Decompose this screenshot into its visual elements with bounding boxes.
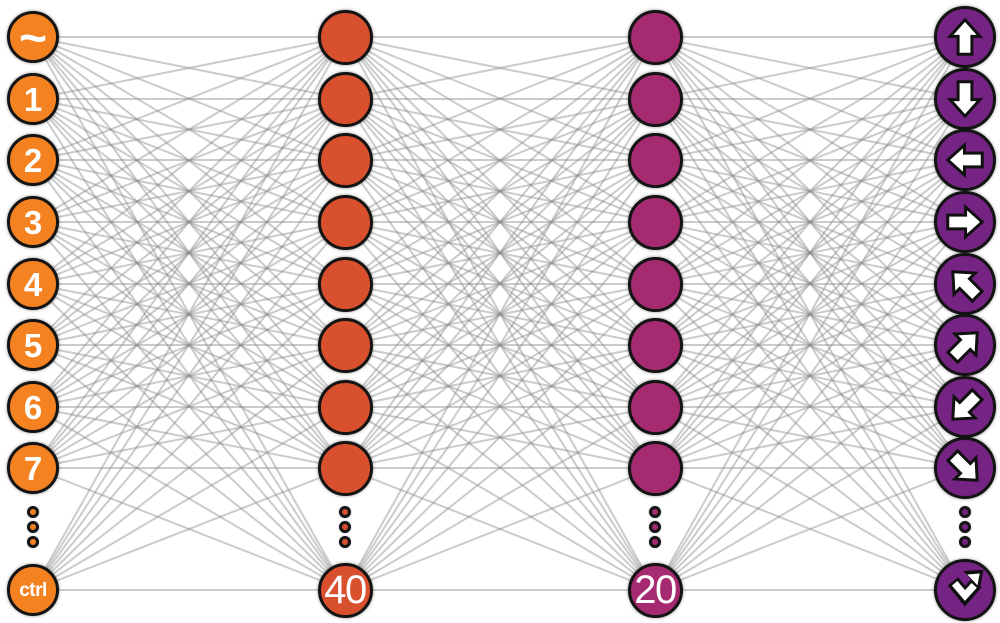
arrow-down-left-icon <box>951 387 985 421</box>
output-layer-node-arrow-down-bounce <box>934 559 996 621</box>
hidden-layer-1-node-6 <box>317 317 373 373</box>
hidden-layer-2-node-5 <box>627 256 683 312</box>
output-layer-node-arrow-down-right <box>934 437 996 499</box>
input-layer-ellipsis-dot-1 <box>27 506 39 518</box>
hidden-layer-1-node-3 <box>317 132 373 188</box>
arrow-right-icon <box>946 203 985 241</box>
arrow-up-left-icon <box>951 270 985 304</box>
input-layer-node-6: 6 <box>7 381 59 433</box>
hidden-layer-1-node-40: 40 <box>317 562 373 618</box>
hidden-layer-2-node-20: 20 <box>627 562 683 618</box>
input-layer-ellipsis-dot-2 <box>27 521 39 533</box>
output-layer-node-arrow-down <box>934 68 996 130</box>
input-layer-node-ctrl: ctrl <box>7 564 59 616</box>
output-layer-node-arrow-up <box>934 6 996 68</box>
node-label: 2 <box>23 141 43 179</box>
output-layer-node-arrow-right <box>934 191 996 253</box>
arrow-left-icon <box>945 141 984 179</box>
hidden-layer-2-ellipsis-dot-3 <box>649 536 661 548</box>
input-layer-node-5: 5 <box>7 319 59 371</box>
hidden-layer-2-node-1 <box>627 9 683 65</box>
hidden-layer-1-node-5 <box>317 256 373 312</box>
input-layer-node-2: 2 <box>7 134 59 186</box>
hidden-layer-1-node-8 <box>317 440 373 496</box>
node-label: ~ <box>18 12 48 65</box>
input-layer-node-tilde: ~ <box>7 11 59 63</box>
output-layer-node-arrow-up-left <box>934 253 996 315</box>
node-label: 7 <box>23 449 43 487</box>
hidden-layer-2-node-6 <box>627 317 683 373</box>
node-label: 6 <box>23 388 43 426</box>
hidden-layer-1-ellipsis-dot-3 <box>339 536 351 548</box>
output-layer-node-arrow-left <box>934 129 996 191</box>
output-layer-node-arrow-up-right <box>934 314 996 376</box>
node-label: ctrl <box>19 579 47 601</box>
hidden-layer-1-node-7 <box>317 379 373 435</box>
hidden-layer-2-node-7 <box>627 379 683 435</box>
arrow-down-bounce-icon <box>947 569 984 607</box>
hidden-layer-1-ellipsis-dot-2 <box>339 521 351 533</box>
output-layer-ellipsis-dot-1 <box>959 506 971 518</box>
input-layer-node-7: 7 <box>7 442 59 494</box>
hidden-layer-1-ellipsis-dot-1 <box>339 506 351 518</box>
hidden-layer-2-node-2 <box>627 71 683 127</box>
arrow-down-right-icon <box>945 448 979 482</box>
node-label: 40 <box>324 568 367 612</box>
input-layer-ellipsis-dot-3 <box>27 536 39 548</box>
hidden-layer-1-node-2 <box>317 71 373 127</box>
output-layer-ellipsis-dot-3 <box>959 536 971 548</box>
node-label: 20 <box>634 568 677 612</box>
hidden-layer-2-node-3 <box>627 132 683 188</box>
input-layer-node-1: 1 <box>7 73 59 125</box>
output-layer-ellipsis-dot-2 <box>959 521 971 533</box>
node-label: 3 <box>23 203 43 241</box>
hidden-layer-2-ellipsis-dot-2 <box>649 521 661 533</box>
arrow-up-icon <box>946 17 984 56</box>
node-label: 4 <box>23 265 43 303</box>
arrow-up-right-icon <box>945 331 979 365</box>
output-layer-node-arrow-down-left <box>934 376 996 438</box>
node-label: 5 <box>23 326 43 364</box>
hidden-layer-1-node-1 <box>317 9 373 65</box>
hidden-layer-2-node-8 <box>627 440 683 496</box>
hidden-layer-2-ellipsis-dot-1 <box>649 506 661 518</box>
input-layer-node-4: 4 <box>7 258 59 310</box>
arrow-down-icon <box>946 80 984 119</box>
hidden-layer-2-node-4 <box>627 194 683 250</box>
input-layer-node-3: 3 <box>7 196 59 248</box>
hidden-layer-1-node-4 <box>317 194 373 250</box>
node-label: 1 <box>23 80 43 118</box>
